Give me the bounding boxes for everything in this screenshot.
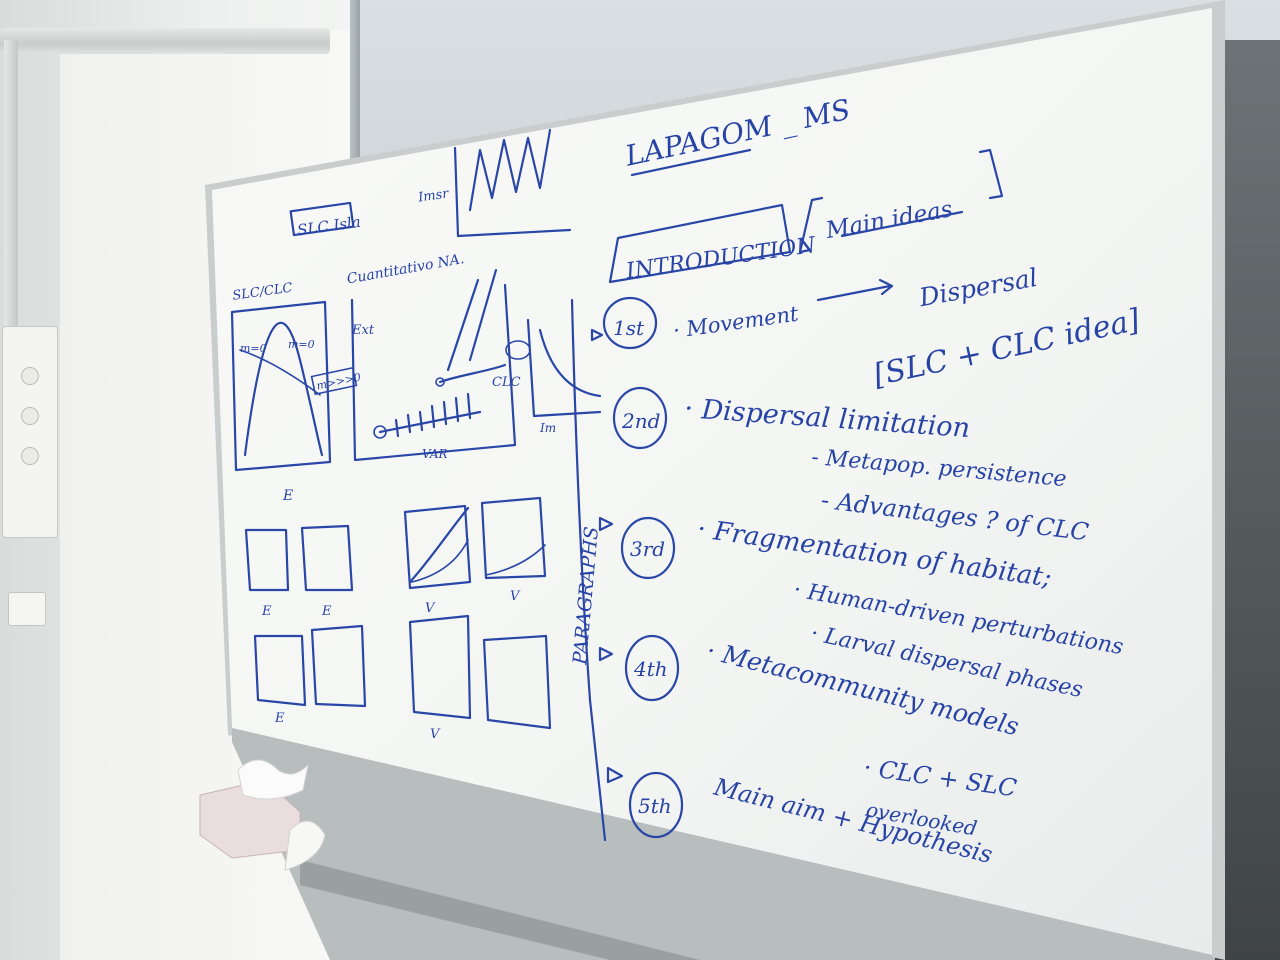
e-label: E bbox=[261, 604, 272, 619]
graph-box bbox=[408, 614, 472, 720]
item-number: 3rd bbox=[630, 537, 665, 561]
wall-socket-box bbox=[2, 326, 58, 538]
socket-hole bbox=[21, 367, 39, 385]
point-marker bbox=[435, 377, 445, 387]
circled-note bbox=[505, 340, 531, 360]
item-number: 4th bbox=[633, 657, 668, 681]
wall-pipe bbox=[4, 40, 18, 350]
peaks-curve bbox=[468, 128, 552, 212]
e-label: E bbox=[282, 488, 293, 504]
divider-line bbox=[570, 298, 607, 842]
curve bbox=[411, 539, 469, 583]
m0-label-2: m=0 bbox=[288, 338, 315, 351]
curve bbox=[485, 544, 546, 576]
tick-marks bbox=[394, 392, 472, 438]
main-ideas-underline bbox=[840, 210, 964, 238]
v-label: V bbox=[430, 727, 441, 742]
curve bbox=[408, 506, 470, 584]
e-label: E bbox=[321, 604, 332, 619]
clc-label: CLC bbox=[492, 375, 521, 390]
decay-curve bbox=[538, 328, 602, 398]
curve bbox=[243, 321, 324, 457]
arrow-bullet bbox=[590, 328, 604, 342]
item-number: 1st bbox=[613, 316, 645, 340]
socket-hole bbox=[21, 407, 39, 425]
item-number: 5th bbox=[638, 794, 672, 818]
bracket-right bbox=[978, 148, 1004, 200]
bracket-left bbox=[798, 196, 824, 254]
e-label: E bbox=[274, 711, 285, 726]
graph-box bbox=[244, 528, 290, 592]
graph-box bbox=[480, 496, 547, 580]
number-circle bbox=[612, 386, 668, 450]
light-switch bbox=[8, 592, 46, 626]
slc-isla-box bbox=[289, 201, 355, 237]
graph-box bbox=[230, 300, 332, 472]
graph-box bbox=[300, 524, 354, 592]
graph-box bbox=[253, 634, 307, 707]
v-label: V bbox=[425, 601, 436, 616]
title-underline bbox=[630, 148, 752, 177]
curve bbox=[446, 268, 498, 372]
arrow-bullet bbox=[598, 646, 614, 662]
point-marker bbox=[373, 425, 387, 439]
number-circle bbox=[602, 296, 658, 350]
crumpled-tissue bbox=[284, 820, 326, 871]
ext-label: Ext bbox=[351, 323, 375, 338]
number-circle bbox=[624, 634, 680, 702]
m-big-box bbox=[310, 366, 358, 396]
socket-hole bbox=[21, 447, 39, 465]
graph-box bbox=[350, 283, 517, 462]
graph-box bbox=[310, 624, 367, 708]
tissue bbox=[237, 759, 309, 800]
var-label: VAR bbox=[422, 447, 448, 461]
arrow-bullet bbox=[606, 766, 624, 784]
item-number: 2nd bbox=[621, 409, 660, 433]
graph-box bbox=[403, 504, 472, 590]
board-stand bbox=[300, 860, 700, 960]
v-label: V bbox=[510, 589, 521, 604]
ceiling-pipe bbox=[0, 28, 330, 54]
curve bbox=[438, 363, 507, 384]
background-dark-area bbox=[1215, 40, 1280, 960]
inmigration-label: Imsr bbox=[416, 186, 450, 205]
marker-tray bbox=[232, 728, 1212, 960]
number-circle bbox=[620, 516, 676, 580]
introduction-box bbox=[608, 203, 792, 284]
m0-label: m=0 bbox=[240, 342, 267, 355]
im-label: Im bbox=[539, 421, 556, 435]
number-circle bbox=[628, 771, 684, 839]
arrow-bullet bbox=[598, 516, 614, 532]
whiteboard-surface bbox=[212, 8, 1212, 955]
graph-axes bbox=[453, 146, 572, 238]
graph-box bbox=[482, 634, 552, 730]
arrow-icon bbox=[816, 278, 894, 302]
